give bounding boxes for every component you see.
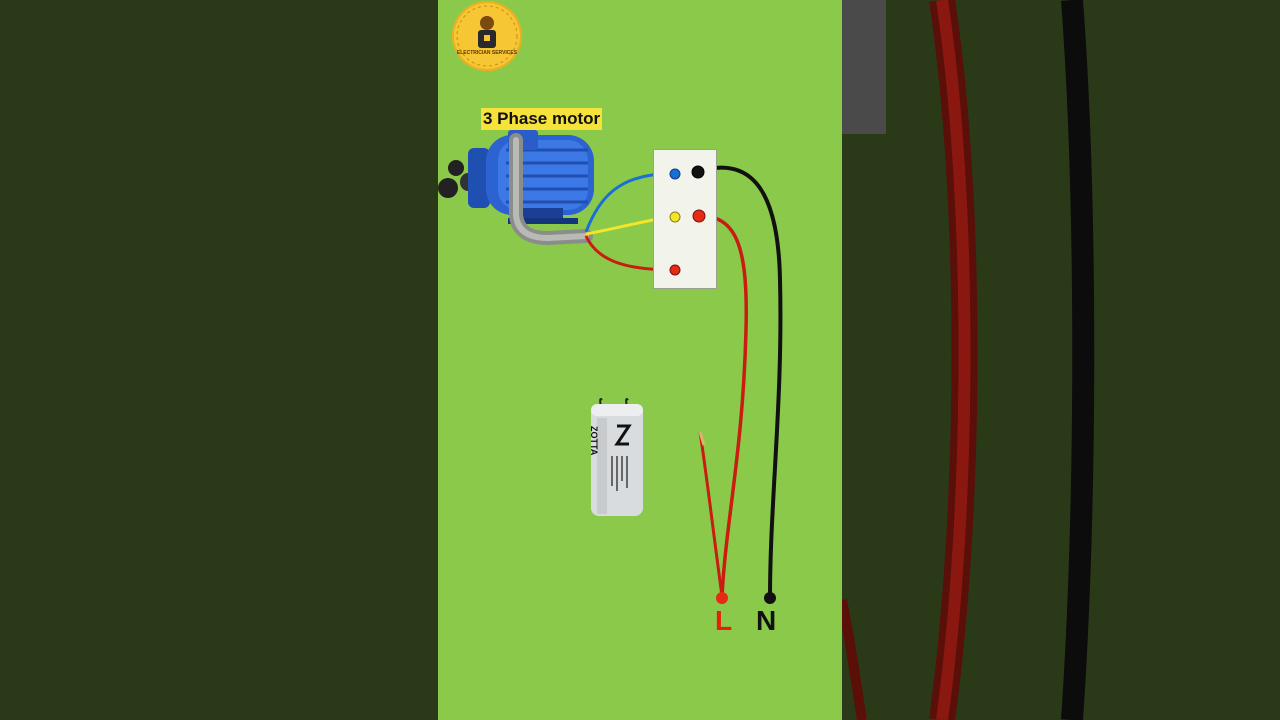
capacitor-brand: ZOTTA	[589, 426, 599, 456]
dark-block	[842, 0, 886, 134]
terminal-box	[653, 149, 717, 289]
technician-icon	[456, 5, 518, 67]
capacitor-icon	[591, 398, 643, 516]
loose-red-wire	[698, 431, 724, 597]
live-supply-point[interactable]	[716, 592, 728, 604]
terminal-points	[669, 165, 776, 604]
terminal-live[interactable]	[692, 209, 706, 223]
neutral-wire	[698, 165, 783, 599]
neutral-label: N	[756, 605, 777, 636]
terminal-blue[interactable]	[669, 168, 681, 180]
live-wire	[698, 214, 748, 597]
terminal-red[interactable]	[669, 264, 681, 276]
left-backdrop	[0, 0, 438, 720]
logo-text: ELECTRICIAN SERVICES	[456, 50, 518, 56]
diagram-panel: ELECTRICIAN SERVICES	[438, 0, 842, 720]
terminal-yellow[interactable]	[669, 211, 681, 223]
live-label: L	[715, 605, 733, 636]
neutral-supply-point[interactable]	[764, 592, 776, 604]
channel-logo: ELECTRICIAN SERVICES	[452, 1, 522, 71]
capacitor[interactable]: ZOTTA	[589, 396, 645, 520]
wiring-diagram	[438, 130, 783, 599]
motor-label: 3 Phase motor	[481, 108, 603, 130]
right-backdrop	[842, 0, 1280, 720]
terminal-neutral[interactable]	[691, 165, 705, 179]
right-backdrop-wires	[842, 0, 1095, 720]
